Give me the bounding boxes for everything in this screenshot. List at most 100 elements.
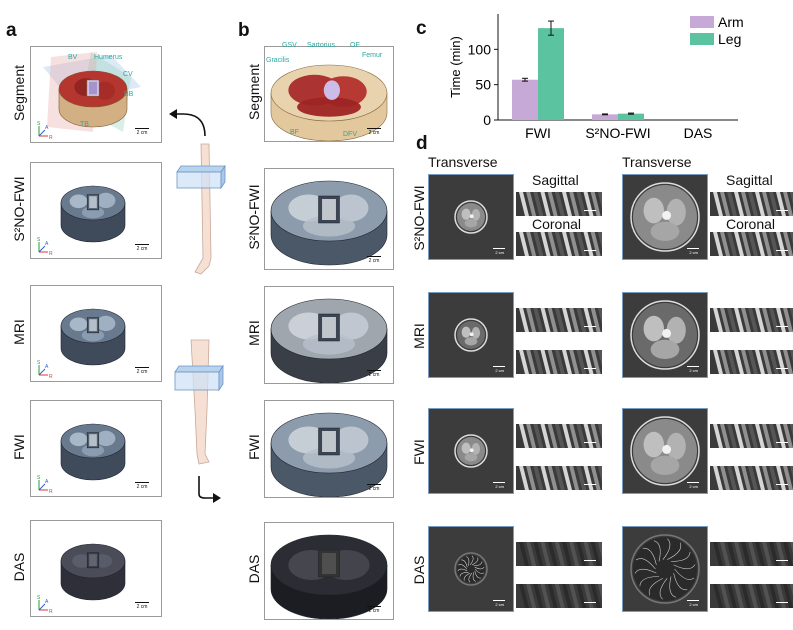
- tissue-band: [590, 466, 601, 490]
- noise-streak: [472, 572, 476, 582]
- slice-scale-bar: [493, 248, 505, 249]
- tissue-band: [783, 424, 793, 448]
- muscle-region: [643, 315, 665, 342]
- tissue-band: [526, 542, 537, 566]
- strip-scale-bar: [776, 326, 788, 327]
- panel-b-annotation: OF: [350, 42, 360, 49]
- tissue-band: [540, 232, 551, 256]
- bone-region: [662, 328, 672, 338]
- scale-bar: 2 cm: [367, 606, 381, 614]
- bar: [538, 28, 564, 121]
- tissue-band: [562, 232, 572, 256]
- tissue-band: [727, 192, 737, 216]
- panel-d-row-label: MRI: [411, 323, 427, 349]
- slice-scale-bar: [493, 600, 505, 601]
- noise-streak: [670, 551, 691, 562]
- tissue-band: [762, 232, 772, 256]
- body-outline: [630, 300, 700, 370]
- tissue-band: [554, 350, 565, 374]
- tissue-band: [562, 542, 572, 566]
- slice-scale-label: 2 cm: [495, 484, 504, 489]
- tissue-band: [547, 350, 558, 374]
- tissue-band: [554, 466, 565, 490]
- tissue-band: [597, 584, 602, 601]
- strip-scale-bar: [584, 368, 596, 369]
- axis-label-r: R: [49, 135, 53, 141]
- muscle-region: [471, 209, 481, 221]
- x-tick-label: FWI: [525, 125, 551, 141]
- panel-b-annotation: GSV: [282, 42, 297, 49]
- panel-a-row-label: MRI: [11, 318, 27, 345]
- panel-b-render-box: 2 cm: [264, 46, 394, 142]
- scale-bar-label: 2 cm: [136, 604, 148, 610]
- panel-b-row-label: DAS: [246, 554, 262, 584]
- panel-d-row-label: FWI: [411, 439, 427, 465]
- tissue-band: [554, 424, 565, 448]
- panel-b-annotation: Sartorius: [307, 42, 336, 49]
- arm-box: [176, 164, 226, 190]
- slice-scale-label: 2 cm: [689, 250, 698, 255]
- strip-scale-bar: [584, 210, 596, 211]
- scale-bar-label: 2 cm: [136, 246, 148, 252]
- muscle-region: [464, 453, 478, 462]
- tissue-band: [713, 542, 723, 566]
- slice-scale-bar: [687, 248, 699, 249]
- noise-streak: [648, 578, 663, 596]
- strip-scale-bar: [776, 602, 788, 603]
- noise-streak: [471, 557, 479, 566]
- tissue-band: [727, 232, 737, 256]
- tissue-band: [562, 466, 572, 490]
- muscle-region: [650, 455, 680, 475]
- tissue-band: [720, 584, 730, 608]
- tissue-band: [755, 350, 765, 374]
- scale-bar: 2 cm: [135, 367, 149, 375]
- tissue-band: [554, 542, 565, 566]
- axis-label-r: R: [49, 251, 53, 257]
- noise-streak: [659, 578, 668, 600]
- tissue-band: [597, 192, 602, 209]
- noise-streak: [653, 540, 661, 562]
- tissue-band: [569, 584, 580, 608]
- noise-streak: [458, 564, 468, 570]
- tissue-band: [533, 542, 544, 566]
- tissue-band: [569, 308, 580, 332]
- slice-scale-label: 2 cm: [495, 250, 504, 255]
- tissue-band: [755, 584, 765, 608]
- panel-b-row-label: MRI: [246, 320, 262, 346]
- tissue-band: [533, 350, 544, 374]
- panel-b-render-box: 2 cm: [264, 286, 394, 384]
- tissue-band: [576, 542, 587, 566]
- scale-bar-label: 2 cm: [368, 258, 380, 264]
- transverse-slice-leg: 2 cm: [622, 292, 708, 378]
- sagittal-strip-leg: [710, 542, 793, 566]
- tissue-band: [569, 542, 580, 566]
- orientation-axes-icon: RAS: [37, 475, 53, 495]
- tissue-band: [748, 350, 758, 374]
- tissue-band: [783, 466, 793, 490]
- volume-leg: [270, 412, 388, 497]
- body-section: [457, 555, 485, 583]
- muscle-region: [643, 431, 665, 458]
- sagittal-header-leg: Sagittal: [726, 172, 773, 188]
- tissue-band: [597, 542, 602, 559]
- muscle-region: [666, 316, 686, 344]
- arrow-up: [177, 113, 206, 137]
- coronal-strip-leg: [710, 350, 793, 374]
- sagittal-strip-leg: [710, 192, 793, 216]
- strip-scale-bar: [584, 442, 596, 443]
- y-tick-label: 50: [475, 77, 491, 93]
- noise-streak: [463, 572, 471, 581]
- muscle-region: [461, 442, 471, 454]
- muscle-region: [643, 197, 665, 224]
- noise-streak: [662, 538, 671, 560]
- tissue-band: [576, 350, 587, 374]
- tissue-band: [720, 308, 730, 332]
- tissue-band: [554, 192, 565, 216]
- tissue-band: [713, 424, 723, 448]
- tissue-band: [576, 466, 587, 490]
- tissue-band: [590, 424, 601, 448]
- noise-streak: [673, 564, 696, 570]
- axis-label-s: S: [37, 475, 41, 481]
